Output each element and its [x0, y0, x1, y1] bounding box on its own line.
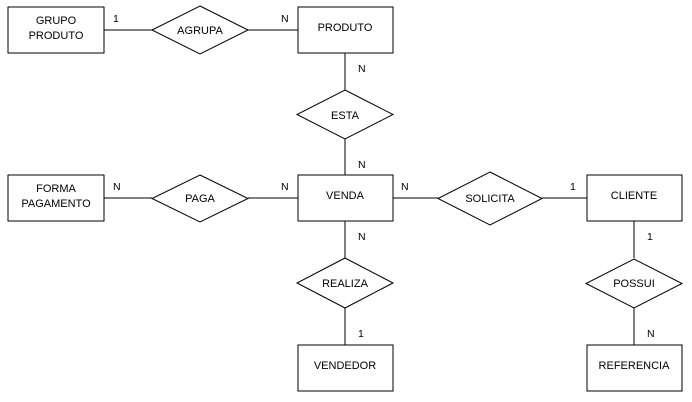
cardinality-label: N: [401, 181, 409, 193]
cardinality-label: 1: [358, 328, 364, 340]
cardinality-label: N: [281, 13, 289, 25]
entity-venda: VENDA: [297, 174, 394, 222]
relationship-label: SOLICITA: [465, 193, 515, 205]
entity-grupo-produto: GRUPO PRODUTO: [7, 6, 105, 54]
entity-label-line: REFERENCIA: [599, 360, 671, 372]
entity-label-line: PRODUTO: [318, 22, 373, 34]
relationship-possui: POSSUI: [584, 258, 684, 309]
entity-vendedor: VENDEDOR: [297, 344, 394, 392]
cardinality-label: 1: [113, 13, 119, 25]
cardinality-label: 1: [647, 231, 653, 243]
entity-label-line: VENDEDOR: [314, 360, 376, 372]
cardinality-label: N: [358, 159, 366, 171]
cardinality-label: N: [358, 63, 366, 75]
relationship-label: AGRUPA: [177, 25, 223, 37]
entity-cliente: CLIENTE: [586, 174, 683, 222]
entity-label-line: PAGAMENTO: [21, 198, 91, 210]
relationship-label: PAGA: [185, 193, 215, 205]
relationship-label: POSSUI: [613, 278, 655, 290]
relationship-solicita: SOLICITA: [436, 171, 544, 226]
entity-label-line: VENDA: [326, 190, 365, 202]
relationship-label: ESTA: [331, 110, 360, 122]
relationship-agrupa: AGRUPA: [150, 5, 250, 55]
entity-produto: PRODUTO: [297, 6, 394, 54]
entity-label-line: CLIENTE: [611, 190, 657, 202]
cardinality-label: N: [647, 328, 655, 340]
cardinality-label: 1: [570, 181, 576, 193]
entity-forma-pagamento: FORMA PAGAMENTO: [7, 174, 105, 222]
relationship-label: REALIZA: [322, 278, 369, 290]
entity-label-line: PRODUTO: [29, 30, 84, 42]
relationship-esta: ESTA: [295, 89, 395, 140]
entity-label-line: FORMA: [36, 183, 76, 195]
entity-referencia: REFERENCIA: [586, 344, 683, 392]
cardinality-label: N: [281, 181, 289, 193]
relationship-paga: PAGA: [150, 174, 250, 223]
entity-label-line: GRUPO: [36, 15, 77, 27]
cardinality-label: N: [113, 181, 121, 193]
relationship-realiza: REALIZA: [295, 257, 395, 309]
cardinality-label: N: [358, 231, 366, 243]
